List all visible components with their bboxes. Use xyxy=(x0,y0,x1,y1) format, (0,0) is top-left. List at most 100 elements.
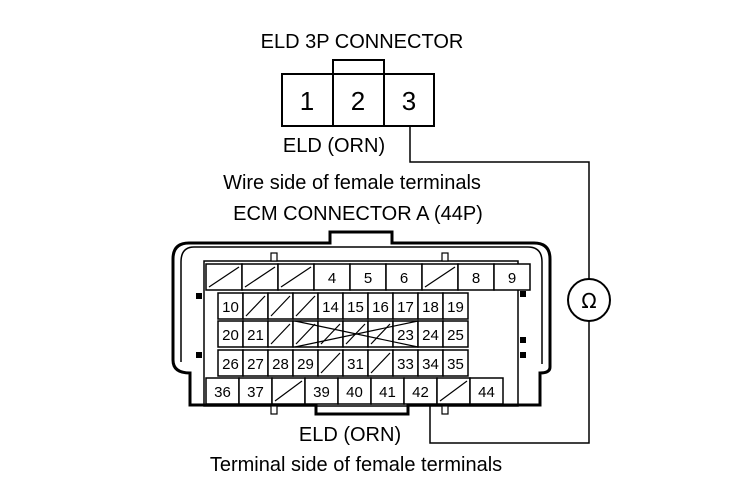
ecm-terminal-number: 23 xyxy=(397,327,414,344)
eld-3p-connector xyxy=(281,59,435,127)
ohm-symbol: Ω xyxy=(581,289,596,313)
unused-terminal-slash xyxy=(295,295,316,317)
ecm-cavity-border xyxy=(203,260,519,407)
unused-terminal-slash xyxy=(280,266,312,288)
ecm-terminal-number: 25 xyxy=(447,327,464,344)
ecm-tab xyxy=(270,405,278,415)
ecm-terminal-cell xyxy=(217,320,244,348)
ecm-terminal-number: 44 xyxy=(478,384,495,401)
ecm-terminal-number: 29 xyxy=(297,356,314,373)
ecm-terminal-number: 6 xyxy=(400,270,408,287)
ecm-terminal-number: 14 xyxy=(322,299,339,316)
ecm-terminal-number: 9 xyxy=(508,270,516,287)
ecm-tab xyxy=(441,252,449,262)
ecm-side-pegs xyxy=(196,291,526,358)
ecm-terminal-cell xyxy=(469,377,504,405)
eld-wire-label-bottom: ELD (ORN) xyxy=(299,424,401,446)
ecm-terminal-number: 35 xyxy=(447,356,464,373)
ecm-terminal-number: 31 xyxy=(347,356,364,373)
ecm-terminal-number: 41 xyxy=(379,384,396,401)
ohmmeter-icon xyxy=(567,278,611,322)
ecm-terminal-number: 8 xyxy=(472,270,480,287)
wire-side-caption: Wire side of female terminals xyxy=(223,172,481,194)
ecm-terminal-cell xyxy=(267,349,294,377)
unused-terminal-slash xyxy=(274,380,303,402)
ecm-terminal-number: 40 xyxy=(346,384,363,401)
ecm-peg xyxy=(520,352,526,358)
ecm-terminal-cell xyxy=(367,292,394,320)
ecm-terminal-cell xyxy=(342,292,369,320)
ecm-terminal-cell xyxy=(403,377,438,405)
ecm-terminal-number: 15 xyxy=(347,299,364,316)
meter-lead-top xyxy=(409,126,590,279)
eld-pin-1: 1 xyxy=(300,86,314,116)
ecm-terminal-cell xyxy=(217,292,244,320)
eld-connector-title: ELD 3P CONNECTOR xyxy=(261,31,464,53)
unused-terminal-slash xyxy=(439,380,468,402)
meter-lead-bottom xyxy=(429,321,590,444)
ecm-terminal-number: 4 xyxy=(328,270,336,287)
ecm-terminal-number: 26 xyxy=(222,356,239,373)
meter-leads xyxy=(409,126,590,444)
unused-terminal-slash xyxy=(270,323,291,345)
eld-pin-2: 2 xyxy=(351,86,365,116)
ecm-terminal-number: 16 xyxy=(372,299,389,316)
ecm-housing-inner xyxy=(180,246,543,364)
ecm-terminal-number: 20 xyxy=(222,327,239,344)
ecm-peg xyxy=(196,293,202,299)
unused-terminal-slash xyxy=(245,295,266,317)
ecm-connector-title: ECM CONNECTOR A (44P) xyxy=(233,203,483,225)
ecm-terminal-number: 18 xyxy=(422,299,439,316)
ecm-terminal-cell xyxy=(304,377,339,405)
unused-terminal-slash xyxy=(270,295,291,317)
unused-terminal-slash xyxy=(244,266,276,288)
ecm-peg xyxy=(520,291,526,297)
ecm-terminal-cell xyxy=(238,377,273,405)
unused-terminal-slash xyxy=(295,323,316,345)
eld-wire-label-top: ELD (ORN) xyxy=(283,135,385,157)
ecm-tab xyxy=(441,405,449,415)
ecm-terminal-cell xyxy=(457,263,495,291)
ecm-terminal-number: 24 xyxy=(422,327,439,344)
ecm-terminal-cell xyxy=(417,349,444,377)
ecm-terminal-number: 27 xyxy=(247,356,264,373)
unused-terminal-slash xyxy=(424,266,456,288)
ecm-terminal-cell xyxy=(442,320,469,348)
ecm-terminal-cell xyxy=(392,292,419,320)
ecm-peg xyxy=(196,352,202,358)
ecm-connector-housing xyxy=(171,230,552,416)
ecm-terminal-cell xyxy=(292,349,319,377)
ecm-tab xyxy=(270,252,278,262)
ecm-terminal-number: 42 xyxy=(412,384,429,401)
ecm-terminal-cell xyxy=(385,263,423,291)
ecm-terminal-number: 33 xyxy=(397,356,414,373)
unused-terminal-slash xyxy=(370,352,391,374)
ecm-terminal-cell xyxy=(337,377,372,405)
blank-region-cross xyxy=(294,320,419,348)
unused-terminal-slash xyxy=(320,352,341,374)
ecm-terminal-cell xyxy=(442,292,469,320)
ecm-terminal-number: 37 xyxy=(247,384,264,401)
ecm-terminal-number: 39 xyxy=(313,384,330,401)
ecm-terminal-number: 28 xyxy=(272,356,289,373)
ecm-terminal-number: 17 xyxy=(397,299,414,316)
ecm-terminal-cell xyxy=(205,377,240,405)
ecm-terminal-number: 36 xyxy=(214,384,231,401)
ecm-terminal-cell xyxy=(442,349,469,377)
eld-pin-3: 3 xyxy=(402,86,416,116)
ecm-terminal-cell xyxy=(370,377,405,405)
ecm-peg xyxy=(520,337,526,343)
eld-connector-lock-tab xyxy=(332,59,385,74)
ecm-terminal-number: 5 xyxy=(364,270,372,287)
ecm-terminal-number: 19 xyxy=(447,299,464,316)
unused-terminal-slash xyxy=(208,266,240,288)
ecm-terminal-number: 21 xyxy=(247,327,264,344)
ecm-terminal-cell xyxy=(493,263,531,291)
terminal-side-caption: Terminal side of female terminals xyxy=(210,454,502,476)
eld-connector-body xyxy=(281,73,435,127)
ecm-terminal-number: 34 xyxy=(422,356,439,373)
ecm-terminal-cell xyxy=(313,263,351,291)
ecm-terminal-cell xyxy=(242,349,269,377)
